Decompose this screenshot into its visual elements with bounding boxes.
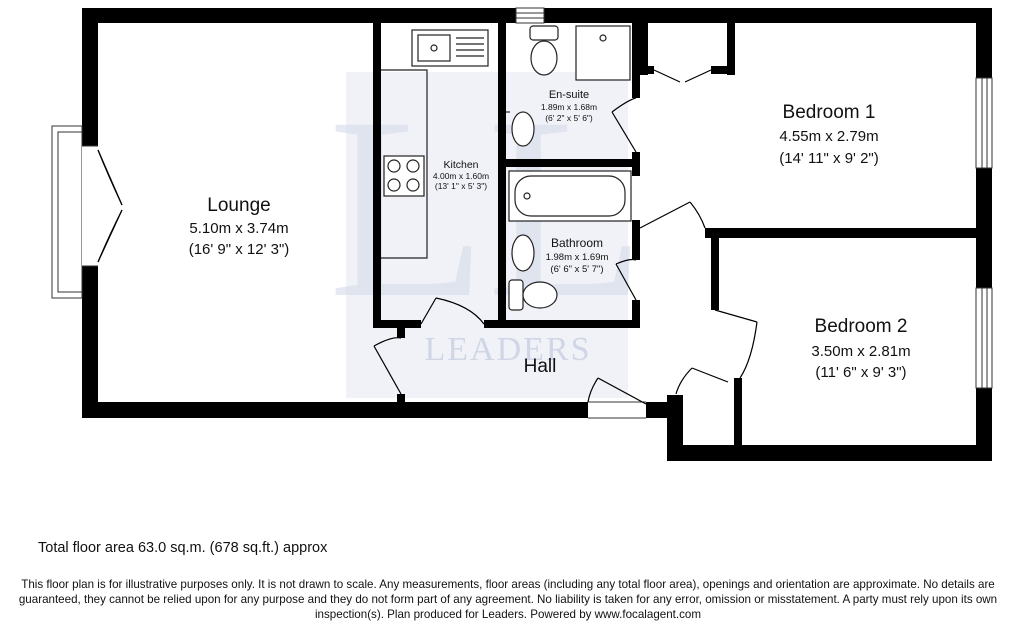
hob-icon	[383, 155, 425, 197]
ensuite-basin-icon	[506, 111, 535, 147]
bedroom1-imperial: (14' 11" x 9' 2")	[779, 150, 878, 167]
lounge-imperial: (16' 9" x 12' 3")	[189, 241, 290, 258]
fixtures	[381, 25, 632, 311]
kitchen-name: Kitchen	[443, 159, 478, 171]
kitchen-metric: 4.00m x 1.60m	[433, 171, 489, 181]
bedroom2-imperial: (11' 6" x 9' 3")	[815, 364, 906, 381]
kitchen-sink-icon	[411, 29, 489, 67]
bathroom-basin-icon	[511, 234, 535, 272]
bedroom1-metric: 4.55m x 2.79m	[779, 128, 878, 145]
bathroom-metric: 1.98m x 1.69m	[546, 252, 609, 263]
hall-name: Hall	[524, 356, 557, 377]
bathroom-toilet-icon	[508, 279, 558, 311]
room-labels: Lounge 5.10m x 3.74m (16' 9" x 12' 3") K…	[189, 89, 911, 381]
watermark-brand: LEADERS	[425, 331, 592, 368]
lounge-metric: 5.10m x 3.74m	[189, 220, 288, 237]
ensuite-toilet-icon	[529, 25, 559, 76]
shower-tray-icon	[575, 25, 631, 81]
doors	[97, 69, 758, 405]
disclaimer: This floor plan is for illustrative purp…	[18, 578, 998, 621]
bedroom1-name: Bedroom 1	[783, 102, 876, 123]
bathroom-name: Bathroom	[551, 236, 603, 250]
ensuite-imperial: (6' 2" x 5' 6")	[545, 113, 593, 123]
bathroom-imperial: (6' 6" x 5' 7")	[550, 264, 603, 275]
bedroom2-metric: 3.50m x 2.81m	[811, 343, 910, 360]
bedroom2-name: Bedroom 2	[815, 316, 908, 337]
total-floor-area: Total floor area 63.0 sq.m. (678 sq.ft.)…	[38, 540, 328, 556]
ensuite-name: En-suite	[549, 89, 589, 101]
kitchen-imperial: (13' 1" x 5' 3")	[435, 181, 487, 191]
floor-plan: LL LEADERS	[51, 7, 993, 461]
windows	[51, 7, 993, 419]
lounge-name: Lounge	[207, 195, 270, 216]
ensuite-metric: 1.89m x 1.68m	[541, 102, 597, 112]
kitchen-counter	[381, 69, 428, 259]
bath-icon	[508, 170, 632, 222]
